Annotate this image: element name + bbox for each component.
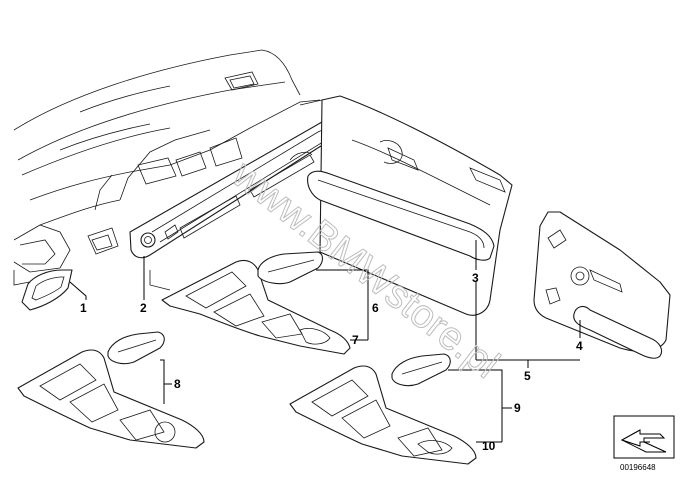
callout-8: 8: [174, 377, 181, 391]
console-cover-part-9: [391, 353, 451, 387]
document-id: 00196648: [620, 463, 656, 472]
trim-strip-part-1: [21, 269, 73, 311]
door-trim-strip-front: [307, 170, 495, 261]
console-cover-part-8: [107, 331, 165, 365]
callout-4: 4: [576, 339, 583, 353]
callout-9: 9: [514, 401, 521, 415]
center-console-part-8: [17, 349, 205, 449]
center-console-part-10: [289, 365, 477, 465]
center-console-part-7: [161, 259, 351, 355]
leader-lines: [69, 240, 581, 443]
dashboard-outline: [13, 49, 321, 291]
callout-7: 7: [352, 333, 359, 347]
callout-2: 2: [140, 301, 147, 315]
callout-10: 10: [482, 439, 496, 453]
callout-3: 3: [472, 271, 479, 285]
console-cover-part-6: [257, 251, 324, 285]
callout-1: 1: [80, 301, 87, 315]
callout-6: 6: [372, 301, 379, 315]
rear-door-panel-part-4: [533, 211, 671, 359]
isometric-view-arrow-icon: [613, 415, 675, 459]
callout-5: 5: [524, 369, 531, 383]
